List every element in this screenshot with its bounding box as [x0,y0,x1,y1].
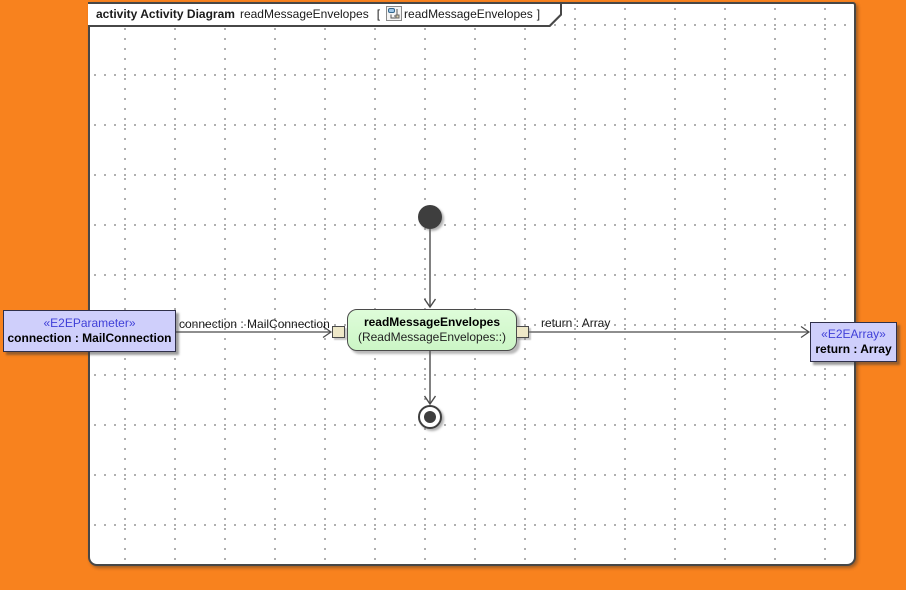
output-pin[interactable] [516,326,529,338]
action-read-message-envelopes[interactable]: readMessageEnvelopes (ReadMessageEnvelop… [347,309,517,351]
input-parameter-stereotype: «E2EParameter» [43,316,136,330]
frame-context-name: readMessageEnvelopes [404,6,533,21]
output-parameter-stereotype: «E2EArray» [821,327,886,341]
output-parameter-node[interactable]: «E2EArray» return : Array [810,322,897,362]
diagram-canvas [88,2,856,566]
activity-final-inner-dot [424,411,436,423]
initial-node[interactable] [418,205,442,229]
frame-close-bracket: ] [536,6,541,21]
frame-diagram-name: readMessageEnvelopes [239,6,369,21]
input-pin[interactable] [332,326,345,338]
input-parameter-node[interactable]: «E2EParameter» connection : MailConnecti… [3,310,176,352]
frame-keyword: activity Activity Diagram [96,6,235,21]
frame-tab-label: activity Activity Diagram readMessageEnv… [88,4,560,25]
input-flow-label[interactable]: connection : MailConnection [179,317,330,331]
frame-open-bracket: [ [376,6,381,21]
input-parameter-name: connection : MailConnection [7,331,172,345]
output-flow-label[interactable]: return : Array [541,316,611,330]
action-behavior: (ReadMessageEnvelopes::) [357,330,507,344]
action-name: readMessageEnvelopes [363,315,501,329]
output-parameter-name: return : Array [815,342,892,356]
activity-diagram-icon [386,6,402,21]
activity-final-node[interactable] [418,405,442,429]
frame-tab[interactable]: activity Activity Diagram readMessageEnv… [88,2,562,27]
